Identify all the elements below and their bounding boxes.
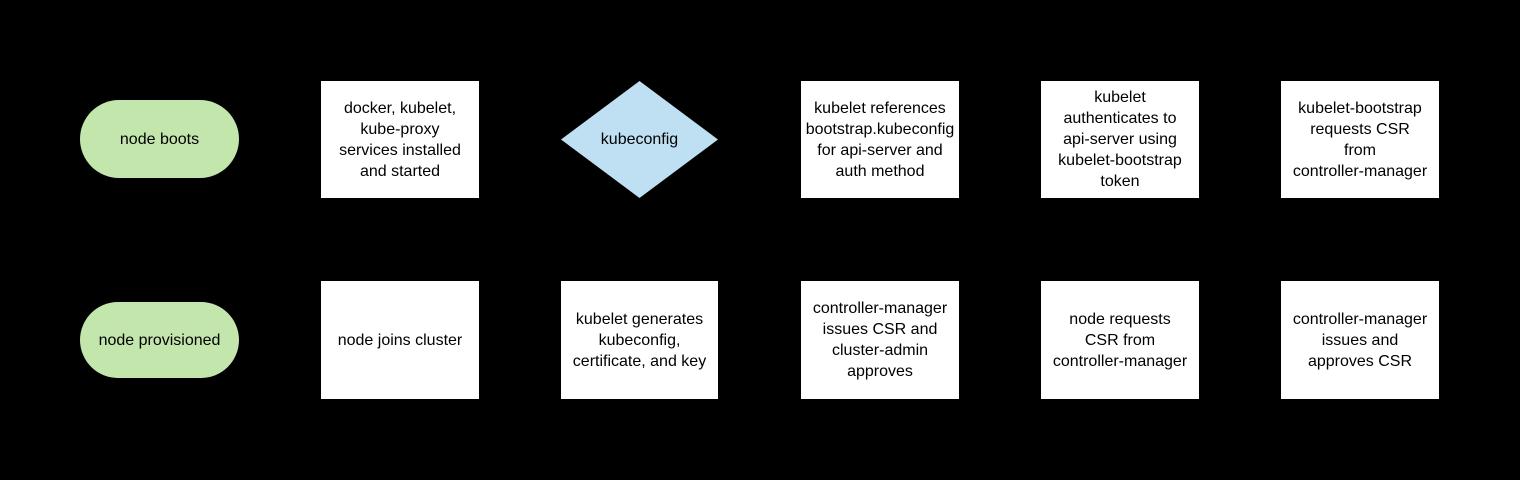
node-boots-terminator: node boots bbox=[80, 100, 239, 178]
controller-manager-approves-box: controller-manager issues and approves C… bbox=[1281, 281, 1439, 399]
node-label: controller-manager issues and approves C… bbox=[1292, 310, 1428, 370]
kubeconfig-decision-diamond: kubeconfig bbox=[561, 81, 718, 198]
node-label: node requests CSR from controller-manage… bbox=[1052, 310, 1188, 370]
node-label: kubelet generates kubeconfig, certificat… bbox=[572, 310, 707, 370]
node-label: node provisioned bbox=[98, 331, 221, 349]
node-label: controller-manager issues CSR and cluste… bbox=[812, 300, 948, 380]
kubelet-generates-box: kubelet generates kubeconfig, certificat… bbox=[561, 281, 718, 399]
kubelet-bootstrap-csr-box: kubelet-bootstrap requests CSR from cont… bbox=[1281, 81, 1439, 198]
node-provisioned-terminator: node provisioned bbox=[80, 302, 239, 378]
node-label: node boots bbox=[119, 130, 200, 148]
node-label: kubeconfig bbox=[600, 131, 679, 148]
services-installed-box: docker, kubelet, kube-proxy services ins… bbox=[321, 81, 479, 198]
node-label: node joins cluster bbox=[337, 331, 463, 349]
node-label: kubelet-bootstrap requests CSR from cont… bbox=[1292, 99, 1428, 180]
kubelet-references-box: kubelet references bootstrap.kubeconfig … bbox=[801, 81, 959, 198]
node-label: docker, kubelet, kube-proxy services ins… bbox=[339, 99, 461, 180]
node-label: kubelet authenticates to api-server usin… bbox=[1058, 89, 1182, 190]
node-joins-cluster-box: node joins cluster bbox=[321, 281, 479, 399]
controller-manager-cluster-admin-box: controller-manager issues CSR and cluste… bbox=[801, 281, 959, 399]
node-requests-csr-box: node requests CSR from controller-manage… bbox=[1041, 281, 1199, 399]
node-label: kubelet references bootstrap.kubeconfig … bbox=[805, 99, 955, 180]
kubelet-authenticates-box: kubelet authenticates to api-server usin… bbox=[1041, 81, 1199, 198]
